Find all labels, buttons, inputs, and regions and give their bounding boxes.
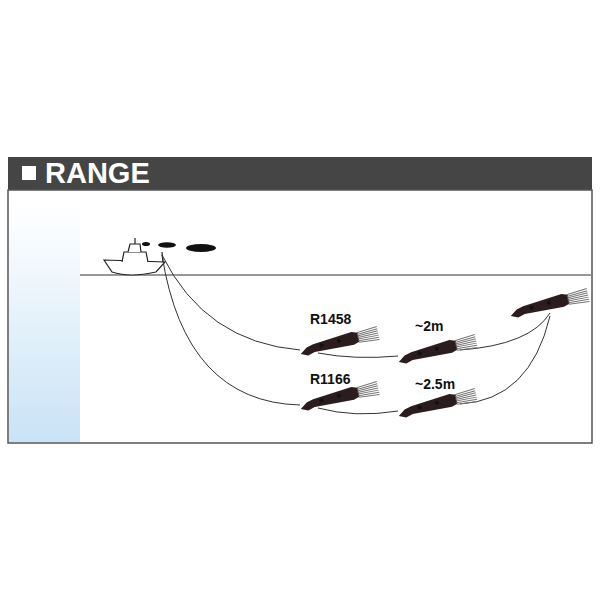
range-value: ~2m	[415, 318, 443, 334]
model-number: R1458	[310, 311, 351, 327]
squid-jig	[397, 389, 478, 419]
model-number: R1166	[310, 371, 350, 387]
squid-jig	[299, 327, 380, 357]
range-value: ~2.5m	[415, 376, 455, 392]
boat	[104, 238, 165, 275]
oval-mark	[142, 242, 150, 246]
oval-mark	[186, 244, 216, 252]
oval-mark	[158, 242, 176, 248]
squid-jig	[509, 289, 590, 319]
fishing-line	[162, 255, 550, 414]
header-bar	[8, 157, 592, 191]
panel	[8, 190, 592, 443]
section-title: RANGE	[45, 157, 150, 190]
water-line	[80, 275, 591, 276]
depth-strip	[9, 205, 80, 442]
squid-jig	[397, 335, 478, 365]
header-square	[22, 166, 36, 180]
